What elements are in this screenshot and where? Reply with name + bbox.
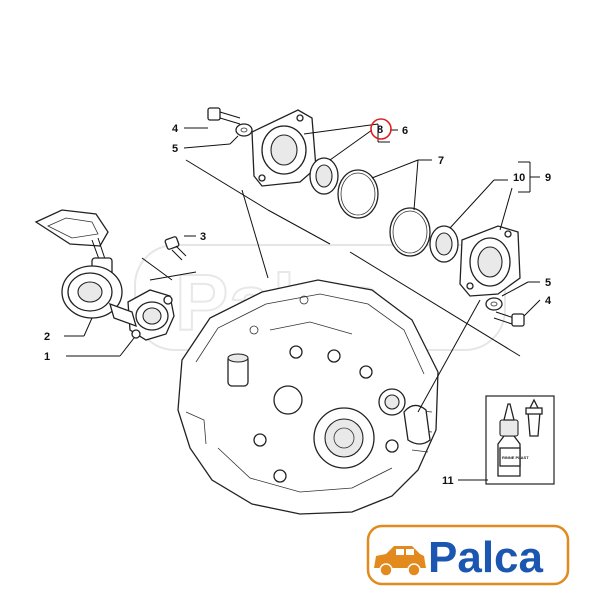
part-11-sealant-bottle: RINNE PLAST 11 xyxy=(442,395,555,487)
part-2-slave-cylinder: 2 xyxy=(34,209,137,343)
highlight-circle xyxy=(370,118,392,140)
callout-4-upper: 4 xyxy=(172,123,179,135)
callout-9: 9 xyxy=(545,172,551,184)
gearbox-housing xyxy=(177,279,439,515)
callout-11: 11 xyxy=(442,475,454,487)
part-4-bolt-lower: 4 xyxy=(493,295,552,327)
palca-logo: Palca xyxy=(366,524,570,586)
part-3-bolt: 3 xyxy=(164,231,206,261)
callout-5-upper: 5 xyxy=(172,143,178,155)
part-9-housing: 10 9 xyxy=(459,161,551,297)
part-1-bearing-carrier: 1 xyxy=(44,289,175,363)
logo-text: Palca xyxy=(428,533,544,582)
callout-1: 1 xyxy=(44,351,50,363)
part-10-bearing xyxy=(429,179,508,263)
logo-frame: Palca xyxy=(366,524,570,586)
part-8-seal: 8 xyxy=(309,118,392,195)
callout-8: 8 xyxy=(377,124,383,136)
callout-2: 2 xyxy=(44,331,50,343)
callout-7: 7 xyxy=(438,155,444,167)
callout-4-lower: 4 xyxy=(545,295,552,307)
callout-5-lower: 5 xyxy=(545,277,551,289)
part-7-o-rings: 7 xyxy=(337,155,444,257)
car-icon xyxy=(374,546,426,577)
part-6-cover-plate: 6 xyxy=(251,109,408,187)
guide-lines xyxy=(141,159,521,413)
part-5-washer-upper: 5 xyxy=(172,123,253,155)
callout-10: 10 xyxy=(513,172,525,184)
callout-3: 3 xyxy=(200,231,206,243)
part-4-bolt-upper: 4 xyxy=(172,107,241,135)
bottle-label: RINNE PLAST xyxy=(502,455,529,460)
callout-6: 6 xyxy=(402,125,408,137)
part-5-washer-lower: 5 xyxy=(485,277,551,311)
